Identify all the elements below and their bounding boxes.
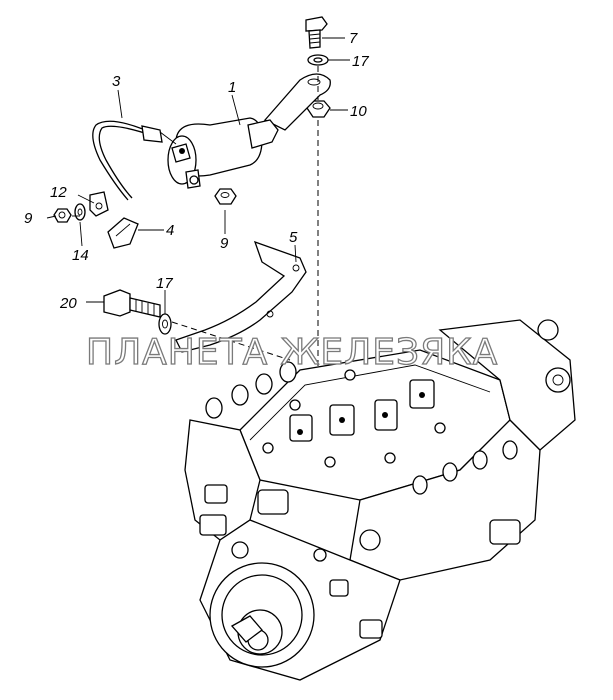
fuel-pump-assembly	[184, 319, 576, 681]
callout-4: 4	[166, 222, 174, 239]
callout-9-left: 9	[24, 210, 33, 227]
solenoid-bracket-arm	[263, 73, 331, 131]
leader-lines	[46, 37, 350, 314]
callout-17-lower: 17	[156, 275, 173, 292]
callout-20: 20	[59, 295, 77, 312]
callout-3: 3	[112, 73, 121, 90]
clamp-12	[89, 191, 109, 217]
wire-3	[92, 120, 177, 201]
nut-9-right	[214, 188, 237, 205]
washer-14	[74, 203, 86, 221]
callout-5: 5	[289, 229, 298, 246]
callout-9-right: 9	[220, 235, 229, 252]
callout-14: 14	[72, 247, 89, 264]
bracket-5	[175, 240, 307, 353]
solenoid-1	[167, 117, 279, 189]
washer-17-lower	[158, 313, 172, 335]
callout-12: 12	[50, 184, 67, 201]
bolt-20	[103, 289, 161, 318]
callout-17-top: 17	[352, 53, 369, 70]
clip-4	[107, 217, 139, 249]
bolt-7	[305, 16, 328, 49]
callout-10: 10	[350, 103, 367, 120]
nut-9-left	[53, 208, 72, 223]
washer-17-top	[307, 54, 329, 66]
callout-1: 1	[228, 79, 236, 96]
watermark: ПЛАНЕТА ЖЕЛЕЗЯКА	[86, 332, 498, 373]
callout-7: 7	[349, 30, 358, 47]
